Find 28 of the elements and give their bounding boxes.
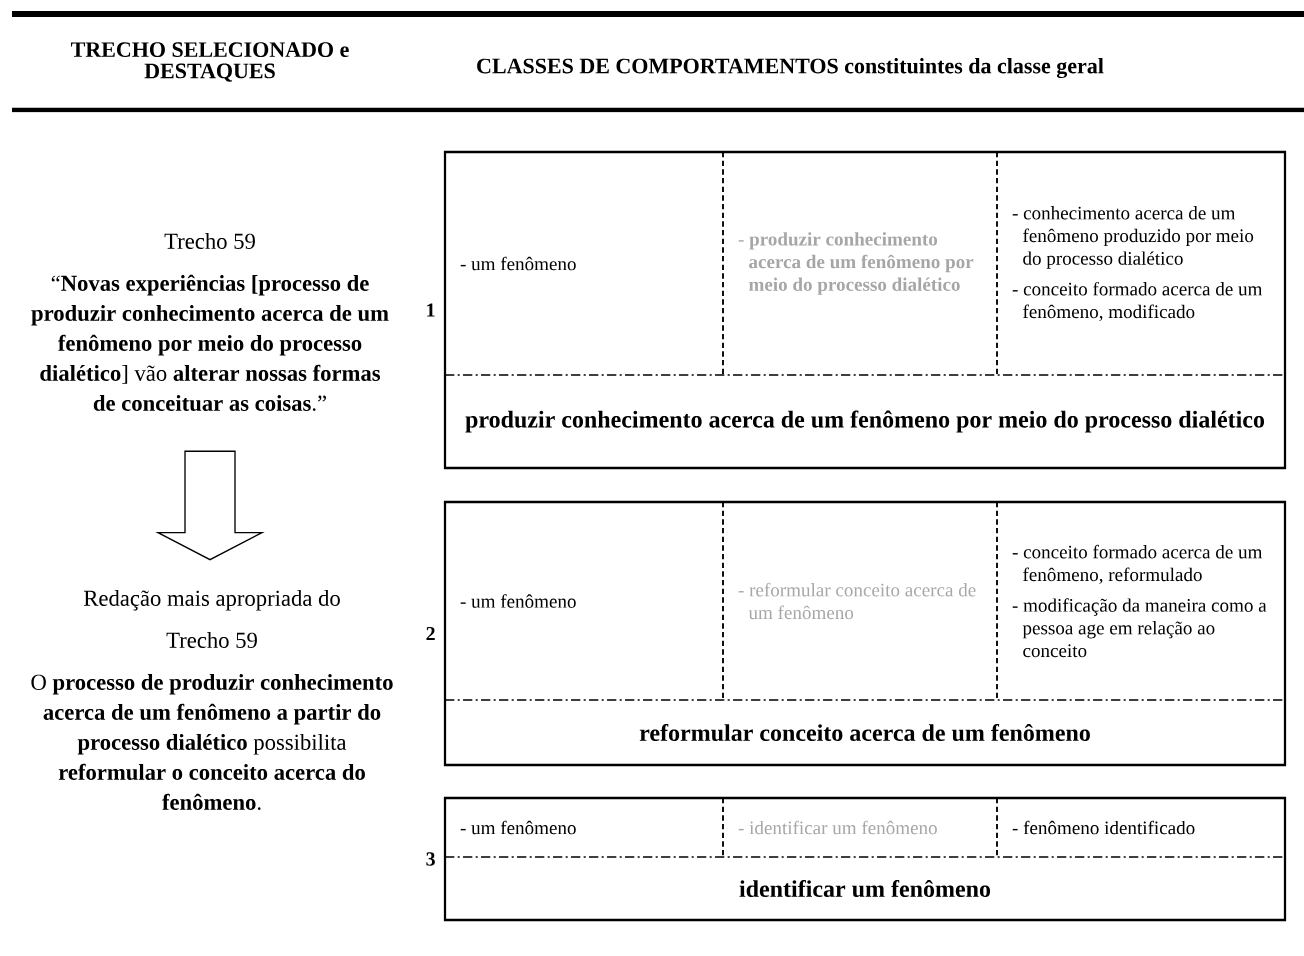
class-box <box>443 796 1287 922</box>
caption-text: Trecho 59 <box>164 233 255 249</box>
list-item: - identificar um fenômeno <box>738 820 937 835</box>
list-item: - reformular conceito acerca de um fenômeno <box>738 582 976 620</box>
list-item: - um fenômeno <box>460 256 576 271</box>
class-box <box>443 150 1287 470</box>
list-item: - conceito formado acerca de um fenômeno, modificado <box>1012 281 1263 321</box>
list-item: - conhecimento acerca de um fenômeno produzido por meio do processo dialético <box>1012 206 1254 269</box>
row-number: 3 <box>426 852 435 866</box>
list-item: - produzir conhecimento acerca de um fenômeno por meio do processo dialético <box>738 232 974 295</box>
column-header: TRECHO SELECIONADO e DESTAQUES <box>71 42 349 82</box>
list-item: - fenômeno identificado <box>1012 820 1195 835</box>
list-item: - conceito formado acerca de um fenômeno, reformulado <box>1012 544 1263 584</box>
row-number: 1 <box>427 303 435 317</box>
list-item: - modificação da maneira como a pessoa age em relação ao conceito <box>1012 598 1267 658</box>
quote-text: “Novas experiências [processo de produzir conhecimento acerca de um fenômeno por meio do processo dialético] vão alterar nossas formas de conceituar as coisas.” <box>31 274 389 411</box>
row-number: 2 <box>426 626 435 641</box>
summary-text: identificar um fenômeno <box>739 879 991 898</box>
summary-text: produzir conhecimento acerca de um fenômeno por meio do processo dialético <box>465 410 1265 433</box>
column-header: CLASSES DE COMPORTAMENTOS constituintes da classe geral <box>477 57 1104 79</box>
list-item: - um fenômeno <box>460 820 576 835</box>
block-arrow <box>155 450 265 561</box>
paragraph-text: O processo de produzir conhecimento acerca de um fenômeno a partir do processo dialético possibilita reformular o conceito acerca do fenômeno. <box>31 674 393 810</box>
list-item: - um fenômeno <box>460 594 576 608</box>
caption-text: Trecho 59 <box>166 632 257 648</box>
summary-text: reformular conceito acerca de um fenômeno <box>639 723 1090 742</box>
class-box <box>443 500 1287 767</box>
caption-text: Redação mais apropriada do <box>83 590 340 611</box>
